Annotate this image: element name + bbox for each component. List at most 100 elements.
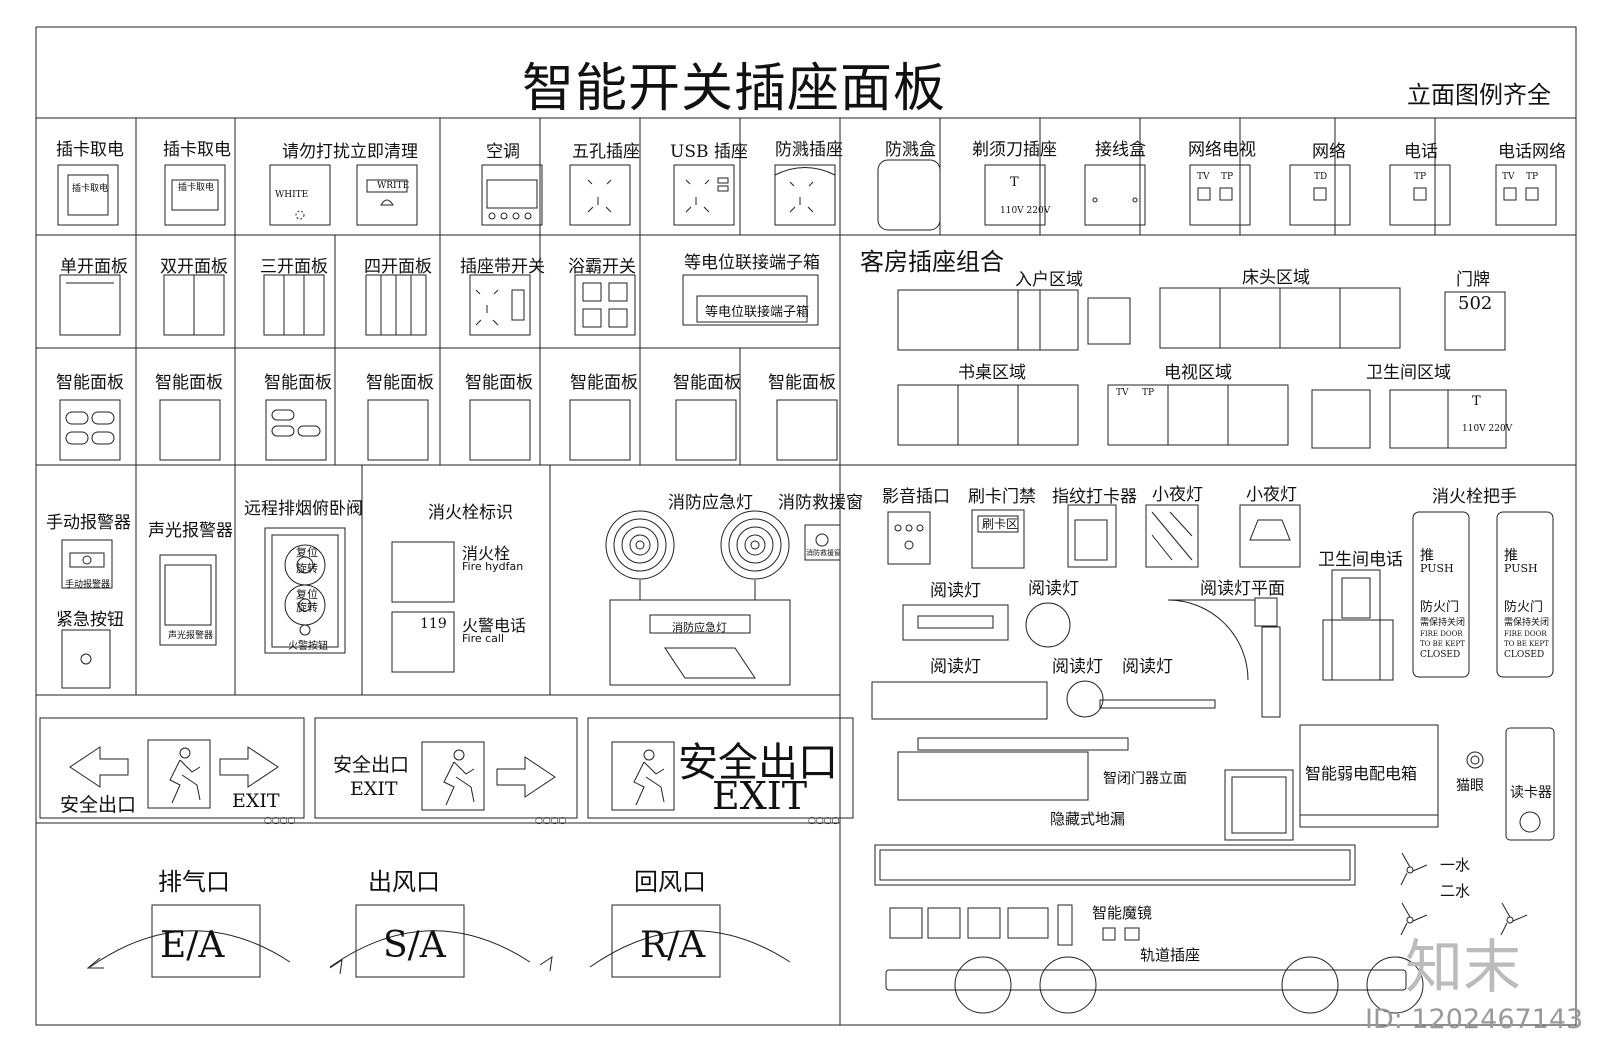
fire-door-1: 防火门 xyxy=(1420,600,1460,615)
exit-dots-2: ○○○○ xyxy=(535,816,567,826)
label-splash: 防溅插座 xyxy=(775,140,843,160)
smart-panel-icons xyxy=(59,399,838,461)
label-reading-5: 阅读灯 xyxy=(1122,657,1173,677)
label-junction: 接线盒 xyxy=(1095,140,1146,160)
label-double: 双开面板 xyxy=(160,257,228,277)
label-phone: 电话 xyxy=(1404,142,1438,162)
label-floor-drain: 隐藏式地漏 xyxy=(1050,810,1126,828)
vent-drawings xyxy=(86,904,791,978)
fd-en1-2: FIRE DOOR xyxy=(1504,630,1547,638)
page-subtitle: 立面图例齐全 xyxy=(1407,81,1551,109)
label-smart-5: 智能面板 xyxy=(465,373,533,393)
label-socket-switch: 插座带开关 xyxy=(460,257,545,277)
label-sound-light: 声光报警器 xyxy=(148,521,233,541)
vent-code-0: E/A xyxy=(160,925,225,966)
tp-text-3: TP xyxy=(1526,172,1539,182)
sound-light-inner: 声光报警器 xyxy=(168,631,214,641)
label-mirror: 智能魔镜 xyxy=(1092,904,1153,922)
label-smart-1: 智能面板 xyxy=(56,373,124,393)
label-triple: 三开面板 xyxy=(260,257,328,277)
card-inner-text-2: 插卡取电 xyxy=(178,183,215,193)
card-inner-text-1: 插卡取电 xyxy=(72,184,109,194)
volt-text-2: 110V 220V xyxy=(1462,424,1513,434)
fan-icons xyxy=(1400,852,1528,936)
label-card-power-2: 插卡取电 xyxy=(163,140,231,160)
emergency-light-drawing xyxy=(605,510,791,686)
keep-closed-2: 需保持关闭 xyxy=(1504,618,1550,628)
label-night-2: 小夜灯 xyxy=(1246,485,1297,505)
label-card-power-1: 插卡取电 xyxy=(56,140,124,160)
label-bath-phone: 卫生间电话 xyxy=(1318,550,1403,570)
vent-title-1: 出风口 xyxy=(368,868,440,896)
label-bathroom: 卫生间区域 xyxy=(1366,363,1451,383)
white-text: WHITE xyxy=(275,190,309,200)
fd-en1-1: FIRE DOOR xyxy=(1420,630,1463,638)
label-tv-area: 电视区域 xyxy=(1164,363,1232,383)
t-text-2: T xyxy=(1472,394,1481,409)
exit-dots-1: ○○○○ xyxy=(264,816,296,826)
push-1: 推 xyxy=(1420,548,1434,564)
td-text: TD xyxy=(1314,172,1328,182)
label-emergency-light: 消防应急灯 xyxy=(668,493,753,513)
tp-text-4: TP xyxy=(1142,388,1155,398)
label-shaver: 剃须刀插座 xyxy=(972,140,1057,160)
label-bath: 浴霸开关 xyxy=(568,257,636,277)
label-splash-box: 防溅盒 xyxy=(885,140,936,160)
label-usb: USB 插座 xyxy=(670,142,748,162)
exit-arrow-right xyxy=(219,746,279,788)
label-night-1: 小夜灯 xyxy=(1152,485,1203,505)
label-smoke-valve: 远程排烟俯卧阀 xyxy=(244,499,363,519)
label-peephole: 猫眼 xyxy=(1456,778,1484,794)
t-text: T xyxy=(1010,175,1019,190)
outer-frame xyxy=(35,26,1577,1026)
vent-title-2: 回风口 xyxy=(634,868,706,896)
label-weak-box: 智能弱电配电箱 xyxy=(1305,764,1418,783)
fd-en2-1: TO BE KEPT xyxy=(1420,640,1465,648)
rescue-inner: 消防救援窗 xyxy=(806,549,841,557)
fire-call-text: 火警电话 xyxy=(462,616,527,635)
fire-btn-text: 火警按钮 xyxy=(288,641,328,652)
label-dnd: 请勿打扰立即清理 xyxy=(282,142,418,162)
tv-text-2: TV xyxy=(1502,172,1515,182)
label-track: 轨道插座 xyxy=(1140,946,1201,964)
label-smart-3: 智能面板 xyxy=(264,373,332,393)
tp-text: TP xyxy=(1221,172,1234,182)
document-id: ID: 1202467143 xyxy=(1365,1004,1584,1035)
label-reading-4: 阅读灯 xyxy=(1052,657,1103,677)
hydrant-text: 消火栓 xyxy=(462,544,511,563)
card-area-text: 刷卡区 xyxy=(982,517,1019,531)
fire-door-2: 防火门 xyxy=(1504,600,1544,615)
vent-title-0: 排气口 xyxy=(158,868,230,896)
fd-en2-2: TO BE KEPT xyxy=(1504,640,1549,648)
label-handle: 消火栓把手 xyxy=(1432,487,1517,507)
equip-inner: 等电位联接端子箱 xyxy=(705,305,810,320)
tp-text-2: TP xyxy=(1414,172,1427,182)
write-text: WRITE xyxy=(377,181,410,191)
label-smart-7: 智能面板 xyxy=(673,373,741,393)
label-rescue: 消防救援窗 xyxy=(778,493,863,513)
exit-label-3: 安全出口 xyxy=(678,740,838,786)
push-en-2: PUSH xyxy=(1504,562,1538,575)
fire-call-en: Fire call xyxy=(462,632,505,645)
exit-arrow-left xyxy=(69,746,129,788)
exit-arrow-right-2 xyxy=(496,756,556,798)
fd-en3-2: CLOSED xyxy=(1504,650,1545,660)
num-119: 119 xyxy=(420,616,447,632)
guestroom-title: 客房插座组合 xyxy=(860,248,1004,276)
rotate-text: 旋转 xyxy=(296,562,318,575)
rotate-text-2: 旋转 xyxy=(296,601,318,614)
label-reading-3: 阅读灯 xyxy=(930,657,981,677)
tv-text-3: TV xyxy=(1116,388,1129,398)
label-desk: 书桌区域 xyxy=(958,363,1026,383)
reset-text: 复位 xyxy=(296,546,318,559)
label-ac: 空调 xyxy=(486,142,520,162)
hydrant-en: Fire hydfan xyxy=(462,560,524,573)
fd-en3-1: CLOSED xyxy=(1420,650,1461,660)
push-en-1: PUSH xyxy=(1420,562,1454,575)
label-card-access: 刷卡门禁 xyxy=(968,487,1036,507)
label-door-closer: 智闭门器立面 xyxy=(1103,771,1187,787)
label-net-tv: 网络电视 xyxy=(1188,140,1256,160)
label-equip: 等电位联接端子箱 xyxy=(684,253,820,273)
label-manual-alarm: 手动报警器 xyxy=(46,513,131,533)
